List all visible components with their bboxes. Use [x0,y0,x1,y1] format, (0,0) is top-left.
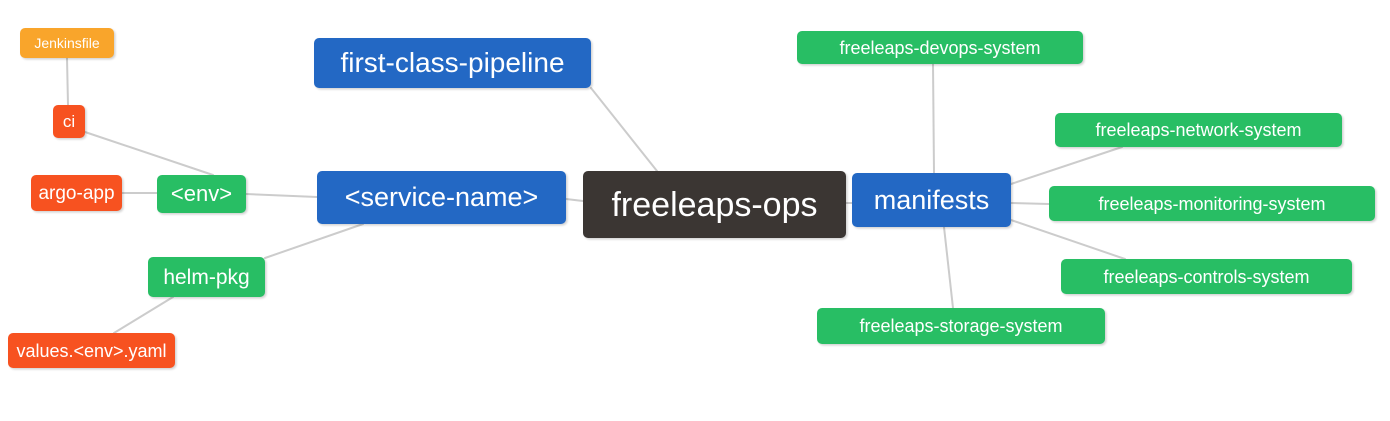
mindmap-node-label: <service-name> [344,182,539,212]
edge-manifests-to-freeleaps-storage-system [943,226,954,309]
edge-first-class-pipeline-to-freeleaps-ops [590,87,658,172]
mindmap-node-label: values.<env>.yaml [16,340,167,361]
mindmap-node-freeleaps-controls-system[interactable]: freeleaps-controls-system [1061,259,1352,294]
mindmap-node-manifests[interactable]: manifests [852,173,1011,227]
mindmap-node-label: freeleaps-monitoring-system [1098,193,1326,214]
mindmap-node-label: freeleaps-ops [611,185,818,224]
mindmap-node-freeleaps-ops[interactable]: freeleaps-ops [583,171,846,238]
edge-manifests-to-freeleaps-controls-system [1010,219,1126,260]
mindmap-node-label: manifests [873,184,990,215]
mindmap-node-helm-pkg[interactable]: helm-pkg [148,257,265,297]
mindmap-node-label: freeleaps-devops-system [839,37,1041,58]
mindmap-node-label: freeleaps-controls-system [1103,266,1310,287]
edge-jenkinsfile-to-ci [66,57,69,106]
edge-env-to-service-name [245,193,318,198]
mindmap-node-label: <env> [170,181,233,206]
edge-manifests-to-freeleaps-monitoring-system [1010,202,1050,205]
edge-ci-to-env [84,131,214,176]
mindmap-node-jenkinsfile[interactable]: Jenkinsfile [20,28,114,58]
mindmap-node-freeleaps-storage-system[interactable]: freeleaps-storage-system [817,308,1105,344]
edge-helm-pkg-to-service-name [264,223,364,259]
edge-values-env-yaml-to-helm-pkg [113,296,174,334]
mindmap-node-values-env-yaml[interactable]: values.<env>.yaml [8,333,175,368]
mindmap-node-label: Jenkinsfile [34,35,100,51]
mindmap-node-first-class-pipeline[interactable]: first-class-pipeline [314,38,591,88]
edge-service-name-to-freeleaps-ops [565,198,584,202]
mindmap-node-label: freeleaps-storage-system [859,316,1063,336]
mindmap-node-argo-app[interactable]: argo-app [31,175,122,211]
mindmap-node-label: ci [62,112,76,131]
mindmap-node-freeleaps-devops-system[interactable]: freeleaps-devops-system [797,31,1083,64]
mindmap-node-service-name[interactable]: <service-name> [317,171,566,224]
mindmap-node-freeleaps-network-system[interactable]: freeleaps-network-system [1055,113,1342,147]
mindmap-node-freeleaps-monitoring-system[interactable]: freeleaps-monitoring-system [1049,186,1375,221]
mindmap-node-label: helm-pkg [163,265,250,289]
edge-manifests-to-freeleaps-network-system [1010,146,1123,185]
mindmap-node-label: first-class-pipeline [340,47,565,78]
edge-freeleaps-devops-system-to-manifests [932,63,935,174]
mindmap-node-env[interactable]: <env> [157,175,246,213]
mindmap-node-label: freeleaps-network-system [1095,120,1302,140]
mindmap-node-ci[interactable]: ci [53,105,85,138]
mindmap-node-label: argo-app [38,182,115,204]
